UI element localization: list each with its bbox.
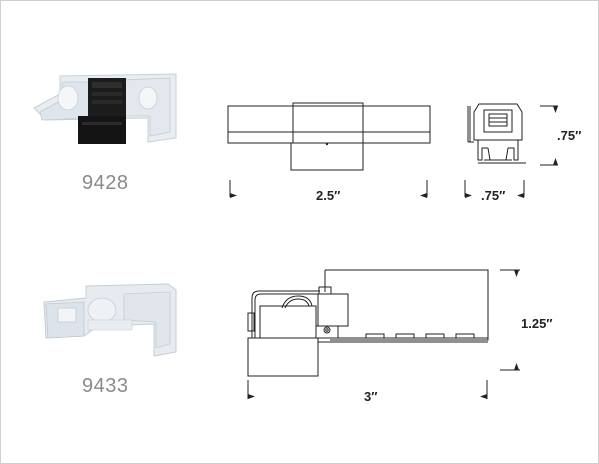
part-number-9428: 9428 bbox=[82, 172, 129, 194]
dimension-width-9428: .75″ bbox=[481, 188, 506, 203]
dimension-length-9433: 3″ bbox=[364, 389, 378, 404]
product-photo-9433 bbox=[43, 283, 177, 357]
product-photo-9428 bbox=[33, 73, 177, 144]
part-number-9433: 9433 bbox=[82, 375, 129, 397]
dimension-height-9428: .75″ bbox=[557, 128, 582, 143]
dimension-length-9428: 2.5″ bbox=[316, 188, 341, 203]
dimension-height-9433: 1.25″ bbox=[521, 316, 553, 331]
